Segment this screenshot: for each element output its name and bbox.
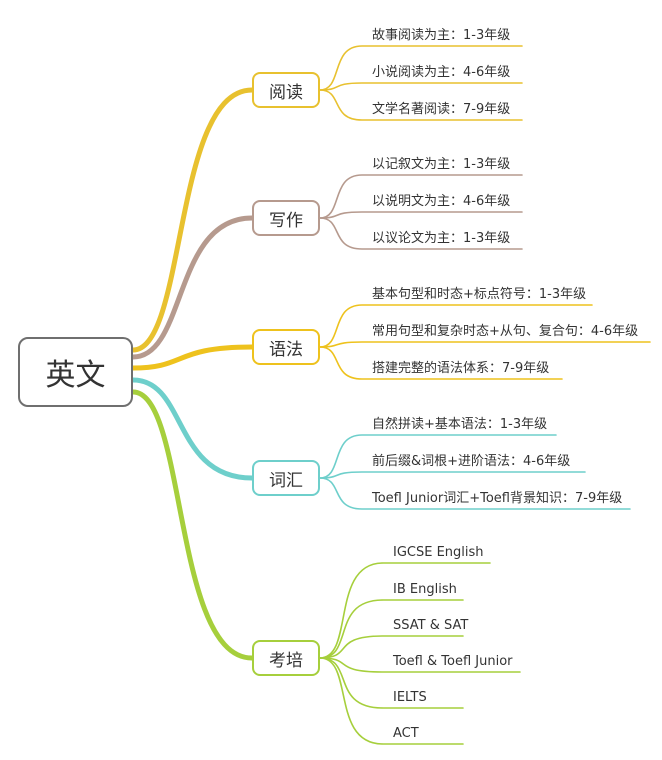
leaf-item[interactable]: 基本句型和时态+标点符号：1-3年级 [372,287,587,302]
branch-leaf-connector [319,434,557,479]
branch-node-vocabulary[interactable]: 词汇 [252,460,320,496]
branch-leaf-connector [319,304,593,348]
branch-leaf-connector [319,89,523,121]
branch-leaf-connector [319,471,586,479]
leaf-item[interactable]: Toefl & Toefl Junior [393,654,513,669]
leaf-item[interactable]: 自然拼读+基本语法：1-3年级 [372,417,548,432]
root-branch-connector [130,344,255,371]
root-branch-connector [130,87,255,353]
branch-leaf-connector [319,477,631,510]
root-node[interactable]: 英文 [18,337,133,407]
leaf-item[interactable]: SSAT & SAT [393,618,469,633]
leaf-item[interactable]: 以记叙文为主：1-3年级 [372,157,511,172]
branch-node-writing[interactable]: 写作 [252,200,320,236]
leaf-item[interactable]: 以说明文为主：4-6年级 [372,194,511,209]
branch-leaf-connector [319,174,523,219]
leaf-item[interactable]: 故事阅读为主：1-3年级 [372,28,511,43]
branch-leaf-connector [319,562,491,659]
branch-label: 写作 [269,210,303,231]
leaf-item[interactable]: 前后缀&词根+进阶语法：4-6年级 [372,454,571,469]
root-branch-connector [130,215,255,360]
branch-leaf-connector [319,45,523,91]
branch-leaf-connector [319,657,464,745]
leaf-item[interactable]: ACT [393,726,419,741]
branch-leaf-connector [319,217,523,250]
leaf-item[interactable]: 常用句型和复杂时态+从句、复合句：4-6年级 [372,324,639,339]
branch-leaf-connector [319,82,523,91]
branch-leaf-connector [319,346,563,380]
leaf-item[interactable]: 文学名著阅读：7-9年级 [372,102,511,117]
branch-leaf-connector [319,635,464,659]
branch-node-grammar[interactable]: 语法 [252,329,320,365]
root-branch-connector [130,389,255,661]
leaf-item[interactable]: IGCSE English [393,545,484,560]
branch-node-exam-training[interactable]: 考培 [252,640,320,676]
root-label: 英文 [45,358,106,393]
root-branch-connector [130,377,255,481]
branch-leaf-connector [319,341,651,348]
branch-label: 词汇 [269,470,303,491]
leaf-item[interactable]: 搭建完整的语法体系：7-9年级 [372,361,550,376]
branch-leaf-connector [319,657,521,673]
leaf-item[interactable]: IB English [393,582,457,597]
branch-leaf-connector [319,211,523,219]
leaf-item[interactable]: IELTS [393,690,427,705]
leaf-item[interactable]: 小说阅读为主：4-6年级 [372,65,511,80]
branch-leaf-connector [319,657,464,709]
branch-leaf-connector [319,599,464,659]
leaf-item[interactable]: 以议论文为主：1-3年级 [372,231,511,246]
branch-node-reading[interactable]: 阅读 [252,72,320,108]
branch-label: 考培 [269,650,303,671]
branch-label: 阅读 [269,82,303,103]
leaf-item[interactable]: Toefl Junior词汇+Toefl背景知识：7-9年级 [372,491,623,506]
branch-label: 语法 [269,339,303,360]
